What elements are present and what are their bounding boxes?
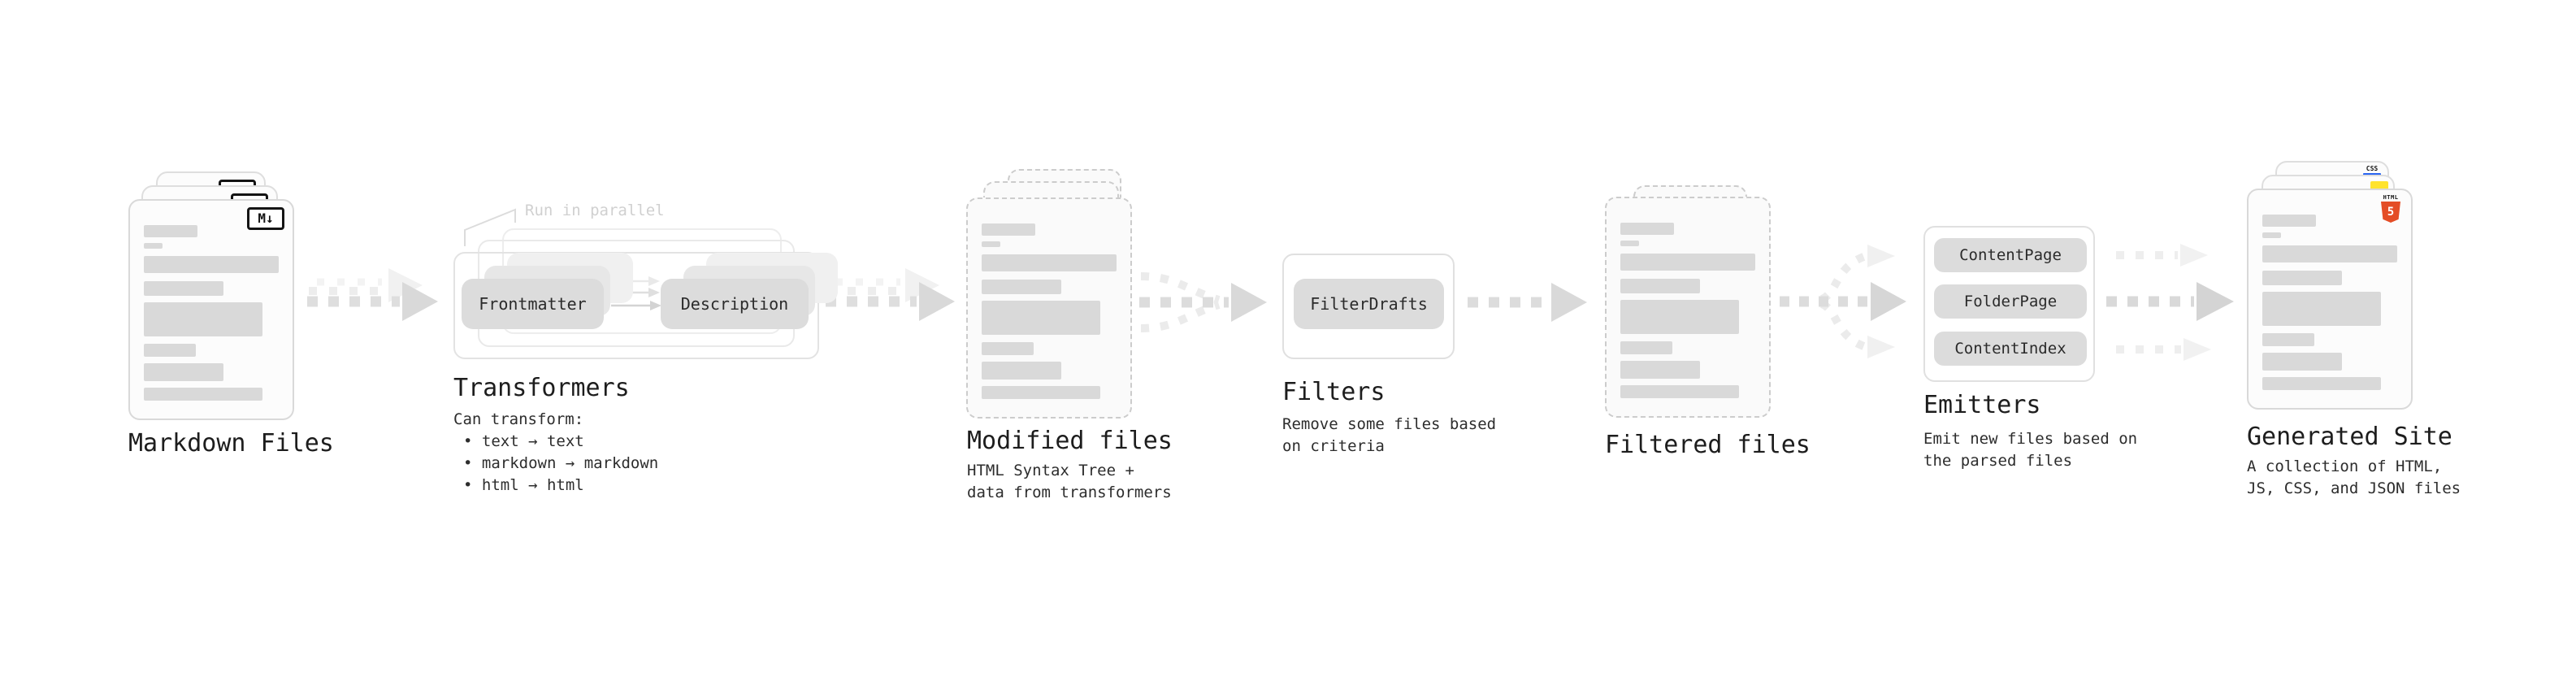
file-card-front (1605, 197, 1771, 418)
emitters-description: Emit new files based on the parsed files (1923, 428, 2137, 472)
bullet-item: • text → text (463, 432, 584, 450)
html5-icon: HTML 5 (2380, 194, 2401, 223)
bullet-item: • markdown → markdown (463, 454, 659, 472)
text-placeholder-bar (2262, 245, 2397, 262)
desc-heading: Can transform: (453, 410, 584, 428)
stage-label-filters: Filters (1282, 378, 1386, 406)
desc-line: Remove some files based (1282, 415, 1497, 433)
html5-icon-shield: 5 (2381, 202, 2400, 223)
transformer-node-frontmatter: Frontmatter (462, 279, 604, 329)
run-in-parallel-annotation: Run in parallel (525, 202, 665, 219)
markdown-icon: M↓ (247, 207, 284, 230)
annotation-leader-line (464, 208, 516, 246)
text-placeholder-bar (144, 225, 197, 237)
desc-line: on criteria (1282, 437, 1385, 455)
text-placeholder-bar (2262, 377, 2381, 390)
text-placeholder-bar (1620, 385, 1739, 398)
file-card-front: HTML 5 (2247, 189, 2413, 410)
text-placeholder-bar (1620, 361, 1700, 379)
arrow-transformers-to-modified (826, 268, 955, 321)
stage-label-markdown-files: Markdown Files (128, 429, 334, 458)
arrows-emitters-to-site (2106, 244, 2234, 361)
arrow-filters-to-filtered (1468, 283, 1587, 322)
text-placeholder-bar (2262, 215, 2316, 227)
emitter-node-folderpage: FolderPage (1934, 284, 2087, 319)
text-placeholder-bar (982, 254, 1117, 271)
arrow-modified-to-filters (1139, 272, 1267, 332)
text-placeholder-bar (982, 362, 1061, 380)
stage-label-transformers: Transformers (453, 374, 630, 402)
text-placeholder-bar (1620, 279, 1700, 293)
text-placeholder-bar (2262, 292, 2381, 326)
text-placeholder-bar (144, 363, 223, 381)
modified-files-description: HTML Syntax Tree + data from transformer… (967, 460, 1172, 504)
text-placeholder-bar (2262, 333, 2314, 346)
text-placeholder-bar (982, 241, 1000, 247)
text-placeholder-bar (2262, 353, 2342, 371)
text-placeholder-bar (982, 280, 1061, 294)
text-placeholder-bar (982, 342, 1034, 355)
css-icon-label: CSS (2366, 165, 2379, 172)
stage-label-emitters: Emitters (1923, 391, 2041, 419)
desc-line: A collection of HTML, (2247, 458, 2443, 475)
file-card-front (966, 197, 1132, 419)
arrow-markdown-to-transformers (307, 268, 438, 321)
text-placeholder-bar (2262, 232, 2281, 238)
arrow-filtered-to-emitters (1780, 245, 1906, 358)
text-placeholder-bar (144, 256, 279, 273)
text-placeholder-bar (144, 281, 223, 296)
emitter-node-contentpage: ContentPage (1934, 238, 2087, 272)
text-placeholder-bar (1620, 254, 1755, 271)
css-icon: CSS (2363, 166, 2381, 176)
stage-label-generated-site: Generated Site (2247, 423, 2452, 451)
transformer-node-description: Description (661, 279, 809, 329)
generated-site-description: A collection of HTML, JS, CSS, and JSON … (2247, 456, 2461, 500)
file-card-front: M↓ (128, 199, 294, 420)
stage-label-modified-files: Modified files (967, 427, 1173, 455)
text-placeholder-bar (982, 386, 1100, 399)
stage-label-filtered-files: Filtered files (1605, 431, 1811, 459)
text-placeholder-bar (1620, 241, 1639, 246)
css-icon-bar (2363, 173, 2381, 176)
desc-line: the parsed files (1923, 452, 2073, 470)
text-placeholder-bar (144, 243, 163, 249)
transformer-container-front (453, 252, 819, 359)
text-placeholder-bar (982, 223, 1035, 236)
text-placeholder-bar (1620, 223, 1674, 235)
desc-line: HTML Syntax Tree + (967, 462, 1134, 479)
html5-icon-label: HTML (2383, 194, 2399, 201)
text-placeholder-bar (2262, 271, 2342, 285)
text-placeholder-bar (144, 344, 196, 357)
text-placeholder-bar (982, 301, 1100, 335)
text-placeholder-bar (144, 388, 262, 401)
desc-line: data from transformers (967, 484, 1172, 501)
transformers-description: Can transform: • text → text • markdown … (453, 409, 658, 497)
text-placeholder-bar (1620, 300, 1739, 334)
filters-description: Remove some files based on criteria (1282, 414, 1496, 458)
text-placeholder-bar (144, 302, 262, 336)
desc-line: JS, CSS, and JSON files (2247, 479, 2461, 497)
filter-node-filterdrafts: FilterDrafts (1294, 279, 1444, 329)
emitter-node-contentindex: ContentIndex (1934, 332, 2087, 366)
bullet-item: • html → html (463, 476, 584, 494)
text-placeholder-bar (1620, 341, 1672, 354)
desc-line: Emit new files based on (1923, 430, 2138, 448)
